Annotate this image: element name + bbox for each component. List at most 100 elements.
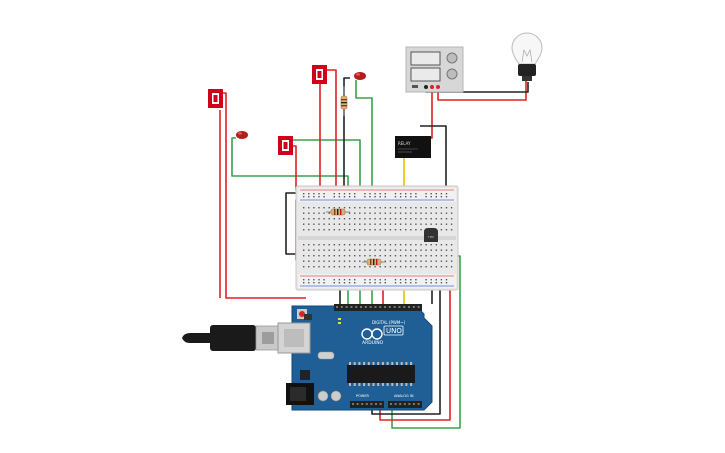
breadboard-hole — [313, 282, 315, 284]
breadboard-hole — [303, 255, 305, 257]
power-supply-terminal-neg[interactable] — [424, 85, 428, 89]
breadboard-hole — [328, 266, 330, 268]
breadboard-hole — [435, 260, 437, 262]
breadboard-hole — [394, 193, 397, 195]
resistor-band — [370, 259, 372, 265]
resistor-band — [334, 209, 336, 215]
temperature-sensor[interactable]: TMP — [424, 228, 438, 242]
power-supply-knob-top[interactable] — [446, 52, 458, 64]
wire-red-sensor1[interactable] — [222, 92, 306, 299]
breadboard-hole — [313, 279, 315, 281]
wire-red-sensor3-b[interactable] — [322, 69, 337, 196]
breadboard-hole — [415, 255, 417, 257]
breadboard-hole — [323, 282, 325, 284]
breadboard-hole — [410, 244, 412, 246]
resistor-vertical[interactable] — [340, 86, 348, 116]
led-2[interactable] — [354, 72, 366, 80]
pir-sensor-2[interactable] — [278, 136, 293, 155]
usb-cable[interactable] — [182, 325, 279, 351]
breadboard-hole — [379, 196, 381, 198]
breadboard-hole — [308, 196, 310, 198]
breadboard-hole — [369, 193, 371, 195]
breadboard-hole — [410, 255, 412, 257]
breadboard-hole — [384, 229, 386, 231]
wire-black-relay-board[interactable] — [420, 125, 447, 194]
breadboard-hole — [369, 207, 371, 209]
breadboard-hole — [440, 249, 443, 251]
power-supply-knob-bottom[interactable] — [446, 68, 458, 80]
power-supply[interactable] — [405, 46, 464, 93]
breadboard-hole — [394, 249, 397, 251]
breadboard-hole — [364, 266, 366, 268]
breadboard-hole — [379, 255, 381, 257]
wire-green-led3[interactable] — [355, 80, 373, 210]
breadboard-hole — [410, 196, 412, 198]
breadboard-hole — [440, 266, 443, 268]
breadboard-hole — [374, 244, 376, 246]
breadboard-hole — [303, 229, 305, 231]
breadboard-hole — [384, 207, 386, 209]
breadboard-hole — [338, 255, 341, 257]
arduino-mcu-pin — [349, 362, 351, 365]
relay-label: RELAY — [398, 141, 411, 146]
breadboard-hole — [369, 229, 371, 231]
breadboard-hole — [374, 249, 376, 251]
arduino-header-pin — [356, 403, 359, 405]
breadboard-hole — [440, 282, 443, 284]
arduino-uno[interactable]: DIGITAL (PWM~) ARDUINO UNO POWER ANALOG … — [277, 304, 433, 411]
arduino-header-pin — [350, 306, 353, 308]
led-icon — [236, 131, 248, 139]
light-bulb[interactable] — [511, 32, 543, 81]
breadboard-hole — [415, 279, 417, 281]
wire-red-psu-bulb[interactable] — [437, 80, 527, 101]
breadboard-hole — [323, 223, 325, 225]
breadboard-hole — [399, 207, 402, 209]
breadboard-hole — [430, 244, 432, 246]
resistor-breadboard-1[interactable] — [326, 208, 350, 216]
breadboard-hole — [415, 207, 417, 209]
breadboard-hole — [384, 223, 386, 225]
breadboard-hole — [435, 244, 437, 246]
breadboard-hole — [359, 260, 361, 262]
arduino-mcu-pin — [372, 362, 375, 365]
pir-sensor-3[interactable] — [312, 65, 327, 84]
arduino-crystal — [317, 351, 335, 360]
breadboard-hole — [338, 207, 341, 209]
pir-sensor-1[interactable] — [208, 89, 223, 108]
resistor-breadboard-2[interactable] — [362, 258, 386, 266]
wire-red-relay-psu[interactable] — [430, 86, 433, 139]
power-supply-terminal-pos[interactable] — [430, 85, 434, 89]
breadboard-hole — [303, 207, 305, 209]
arduino-header-pin — [413, 403, 415, 405]
light-bulb-base — [518, 64, 536, 76]
power-supply-terminal-pos2[interactable] — [436, 85, 440, 89]
breadboard-hole — [425, 260, 427, 262]
breadboard-hole — [348, 207, 351, 209]
breadboard-hole — [348, 249, 351, 251]
arduino-mcu-pin — [386, 362, 389, 365]
breadboard-hole — [364, 196, 366, 198]
wire-black-led3[interactable] — [343, 77, 350, 196]
breadboard-hole — [318, 260, 320, 262]
breadboard-hole — [399, 282, 402, 284]
relay[interactable]: RELAY — [395, 136, 431, 158]
breadboard-hole — [354, 196, 356, 198]
breadboard-hole — [369, 196, 371, 198]
breadboard-hole — [343, 193, 346, 195]
breadboard-hole — [374, 279, 376, 281]
led-1[interactable] — [236, 131, 248, 139]
breadboard-hole — [415, 249, 417, 251]
breadboard-hole — [354, 218, 356, 220]
breadboard-hole — [359, 212, 361, 214]
breadboard-hole — [313, 193, 315, 195]
breadboard-hole — [420, 229, 422, 231]
breadboard-hole — [440, 223, 443, 225]
breadboard-hole — [450, 229, 453, 231]
arduino-header-pin — [408, 306, 410, 308]
arduino-mcu-pin — [405, 362, 408, 365]
breadboard-hole — [425, 249, 427, 251]
arduino-dc-jack-inner — [290, 387, 306, 401]
arduino-mcu-pin — [353, 383, 356, 386]
breadboard-hole — [445, 260, 448, 262]
breadboard-hole — [354, 193, 356, 195]
